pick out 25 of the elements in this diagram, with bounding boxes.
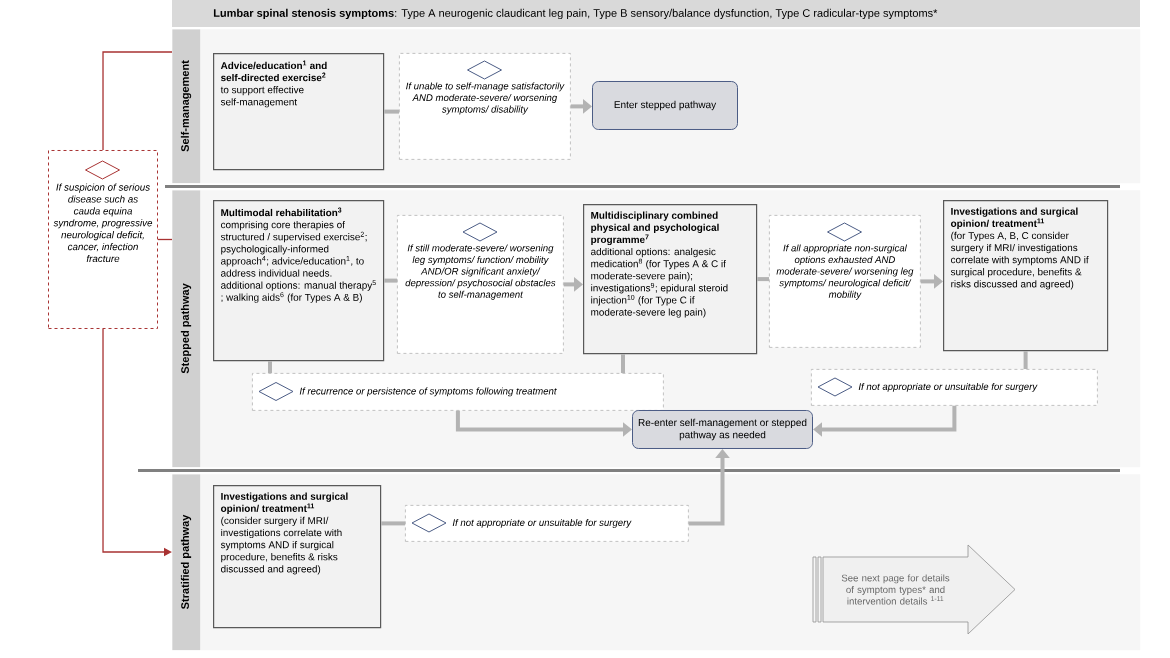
process-box: Multidisciplinary combined physical and psychological programme$^{7}$ additional options: analgesic medication$^{8}$ (for Types A & C if moderate-severe pain); investigations$^{9}$; epidural steroid injection$^{10}$ (for Type C if moderate-severe leg pain) <box>583 204 758 355</box>
connector-line <box>102 51 173 151</box>
connector-line <box>384 109 399 114</box>
process-box: Advice/education$^{1}$ and self-directed exercise$^{2}$ to support effective self-management <box>213 53 385 171</box>
connector-line <box>268 361 272 373</box>
connector-line <box>384 278 397 283</box>
arrow <box>813 405 957 437</box>
connector-line <box>157 238 173 241</box>
condition-box: If all appropriate non-surgical options exhausted AND moderate-severe/ worsening leg symptoms/ neurological deficit/ mobility <box>769 215 921 348</box>
condition-box: If not appropriate or unsuitable for surgery <box>405 505 689 542</box>
rounded-box: Re-enter self-management or stepped pathway as needed <box>632 410 813 449</box>
condition-box: If not appropriate or unsuitable for surgery <box>811 369 1098 406</box>
connector-line <box>757 277 769 282</box>
process-box: Investigations and surgical opinion/ treatment$^{11}$ (consider surgery if MRI/ investigations correlate with symptoms AND if surgical procedure, benefits & risks discussed and agreed) <box>213 485 382 629</box>
connector-line <box>1023 351 1028 369</box>
title-bar: Lumbar spinal stenosis symptoms: Type A neurogenic claudicant leg pain, Type B sensory/balance dysfunction, Type C radicular-type symptoms* <box>172 0 1140 27</box>
connector-line <box>381 521 405 526</box>
condition-box: If unable to self-manage satisfactorily AND moderate-severe/ worsening symptoms/ disability <box>399 53 571 160</box>
connector-line <box>621 354 625 373</box>
process-box: Multimodal rehabilitation$^{3}$ comprising core therapies of structured / supervised exercise$^{2}$; psychologically-informed approach$^{4}$; advice/education$^{1}$, to address individual needs. additional options: manual therapy$^{5}$ ; walking aids$^{6}$ (for Types A & B) <box>213 200 385 362</box>
condition-box: If still moderate-severe/ worsening leg symptoms/ function/ mobility AND/OR significant anxiety/ depression/ psychosocial obstacles to self-management <box>397 215 564 354</box>
process-box: Investigations and surgical opinion/ treatment$^{11}$ (for Types A, B, C consider surgery if MRI/ investigations correlate with symptoms AND if surgical procedure, benefits & risks discussed and agreed) <box>943 200 1109 352</box>
rounded-box: Enter stepped pathway <box>592 81 738 130</box>
condition-box: If recurrence or persistence of symptoms following treatment <box>252 373 664 411</box>
warning-box: If suspicion of serious disease such as cauda equina syndrome, progressive neurological deficit, cancer, infection fracture <box>48 150 158 329</box>
